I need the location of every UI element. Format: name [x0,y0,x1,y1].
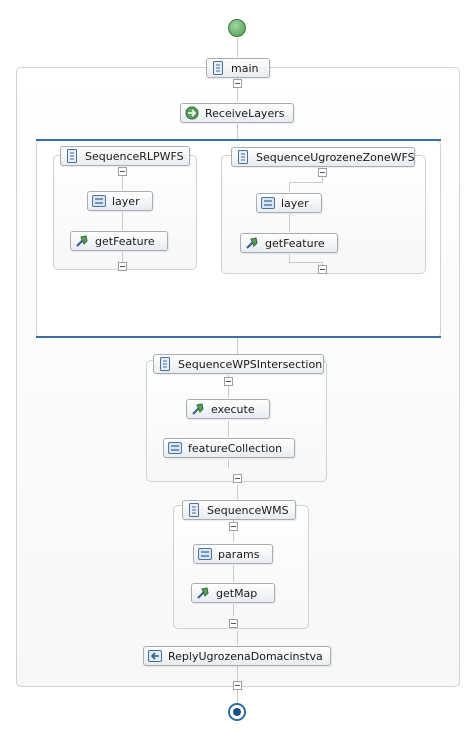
invoke-icon [245,236,259,250]
receive-icon [185,106,199,120]
node-label: featureCollection [188,441,283,455]
flow-line [289,182,323,183]
ugr-layer-assign-node[interactable]: layer [256,193,322,213]
reply-icon [148,649,162,663]
invoke-icon [196,586,210,600]
collapse-toggle[interactable] [318,265,327,274]
wps-featurecollection-assign-node[interactable]: featureCollection [163,438,295,458]
flow-line [122,170,123,190]
sequence-wms-container [173,505,309,629]
rlp-getfeature-invoke-node[interactable]: getFeature [70,231,168,251]
flow-line [228,375,229,398]
start-node[interactable] [228,19,246,37]
collapse-toggle[interactable] [229,522,238,531]
node-label: params [218,547,260,561]
node-label: getFeature [265,236,325,250]
wps-execute-invoke-node[interactable]: execute [186,399,270,419]
ugr-getfeature-invoke-node[interactable]: getFeature [240,233,338,253]
flow-line [289,262,323,263]
flow-line [237,631,238,645]
node-label: layer [281,196,309,210]
collapse-toggle[interactable] [118,262,127,271]
rlp-layer-assign-node[interactable]: layer [87,191,153,211]
flow-line [233,604,234,616]
reply-node[interactable]: ReplyUgrozenaDomacinstva [143,646,331,666]
collapse-toggle[interactable] [118,167,127,176]
node-label: execute [211,402,255,416]
node-label: SequenceWPSIntersection [178,357,323,371]
parallel-top-bar [36,139,441,141]
node-label: getMap [216,586,258,600]
invoke-icon [75,234,89,248]
collapse-toggle[interactable] [318,168,327,177]
flow-line [233,520,234,542]
flow-line [228,460,229,468]
wms-getmap-invoke-node[interactable]: getMap [191,583,275,603]
flow-line [289,182,290,192]
collapse-toggle[interactable] [233,474,242,483]
assign-icon [261,196,275,210]
sequence-wms-node[interactable]: SequenceWMS [182,500,296,520]
flow-line [237,37,238,57]
sequence-ugrozene-node[interactable]: SequenceUgrozeneZoneWFS [231,147,415,167]
node-label: SequenceRLPWFS [85,149,184,163]
node-label: getFeature [95,234,155,248]
node-label: layer [112,194,140,208]
sequence-icon [158,357,172,371]
assign-icon [198,547,212,561]
sequence-rlpwfs-node[interactable]: SequenceRLPWFS [60,146,190,166]
flow-line [237,77,238,101]
sequence-wps-node[interactable]: SequenceWPSIntersection [153,354,324,374]
flow-line [237,336,238,354]
wms-params-assign-node[interactable]: params [193,544,273,564]
collapse-toggle[interactable] [233,79,242,88]
flow-line [228,421,229,437]
flow-line [237,124,238,140]
flow-line [122,212,123,230]
node-label: ReplyUgrozenaDomacinstva [168,649,323,663]
assign-icon [168,441,182,455]
invoke-icon [191,402,205,416]
end-node[interactable] [228,703,246,721]
assign-icon [92,194,106,208]
sequence-icon [236,150,250,164]
collapse-toggle[interactable] [229,619,238,628]
parallel-bottom-bar [36,336,441,338]
sequence-icon [65,149,79,163]
node-label: SequenceUgrozeneZoneWFS [256,150,415,164]
collapse-toggle[interactable] [224,377,233,386]
main-sequence-node[interactable]: main [206,58,270,78]
node-label: main [231,61,259,75]
sequence-icon [187,503,201,517]
sequence-icon [211,61,225,75]
flow-line [289,254,290,262]
flow-line [237,485,238,499]
node-label: ReceiveLayers [205,106,285,120]
flow-line [233,565,234,582]
collapse-toggle[interactable] [233,681,242,690]
flow-line [289,214,290,232]
sequence-wps-container [146,360,327,482]
flow-line [122,252,123,264]
receive-layers-node[interactable]: ReceiveLayers [180,103,294,123]
node-label: SequenceWMS [207,503,289,517]
